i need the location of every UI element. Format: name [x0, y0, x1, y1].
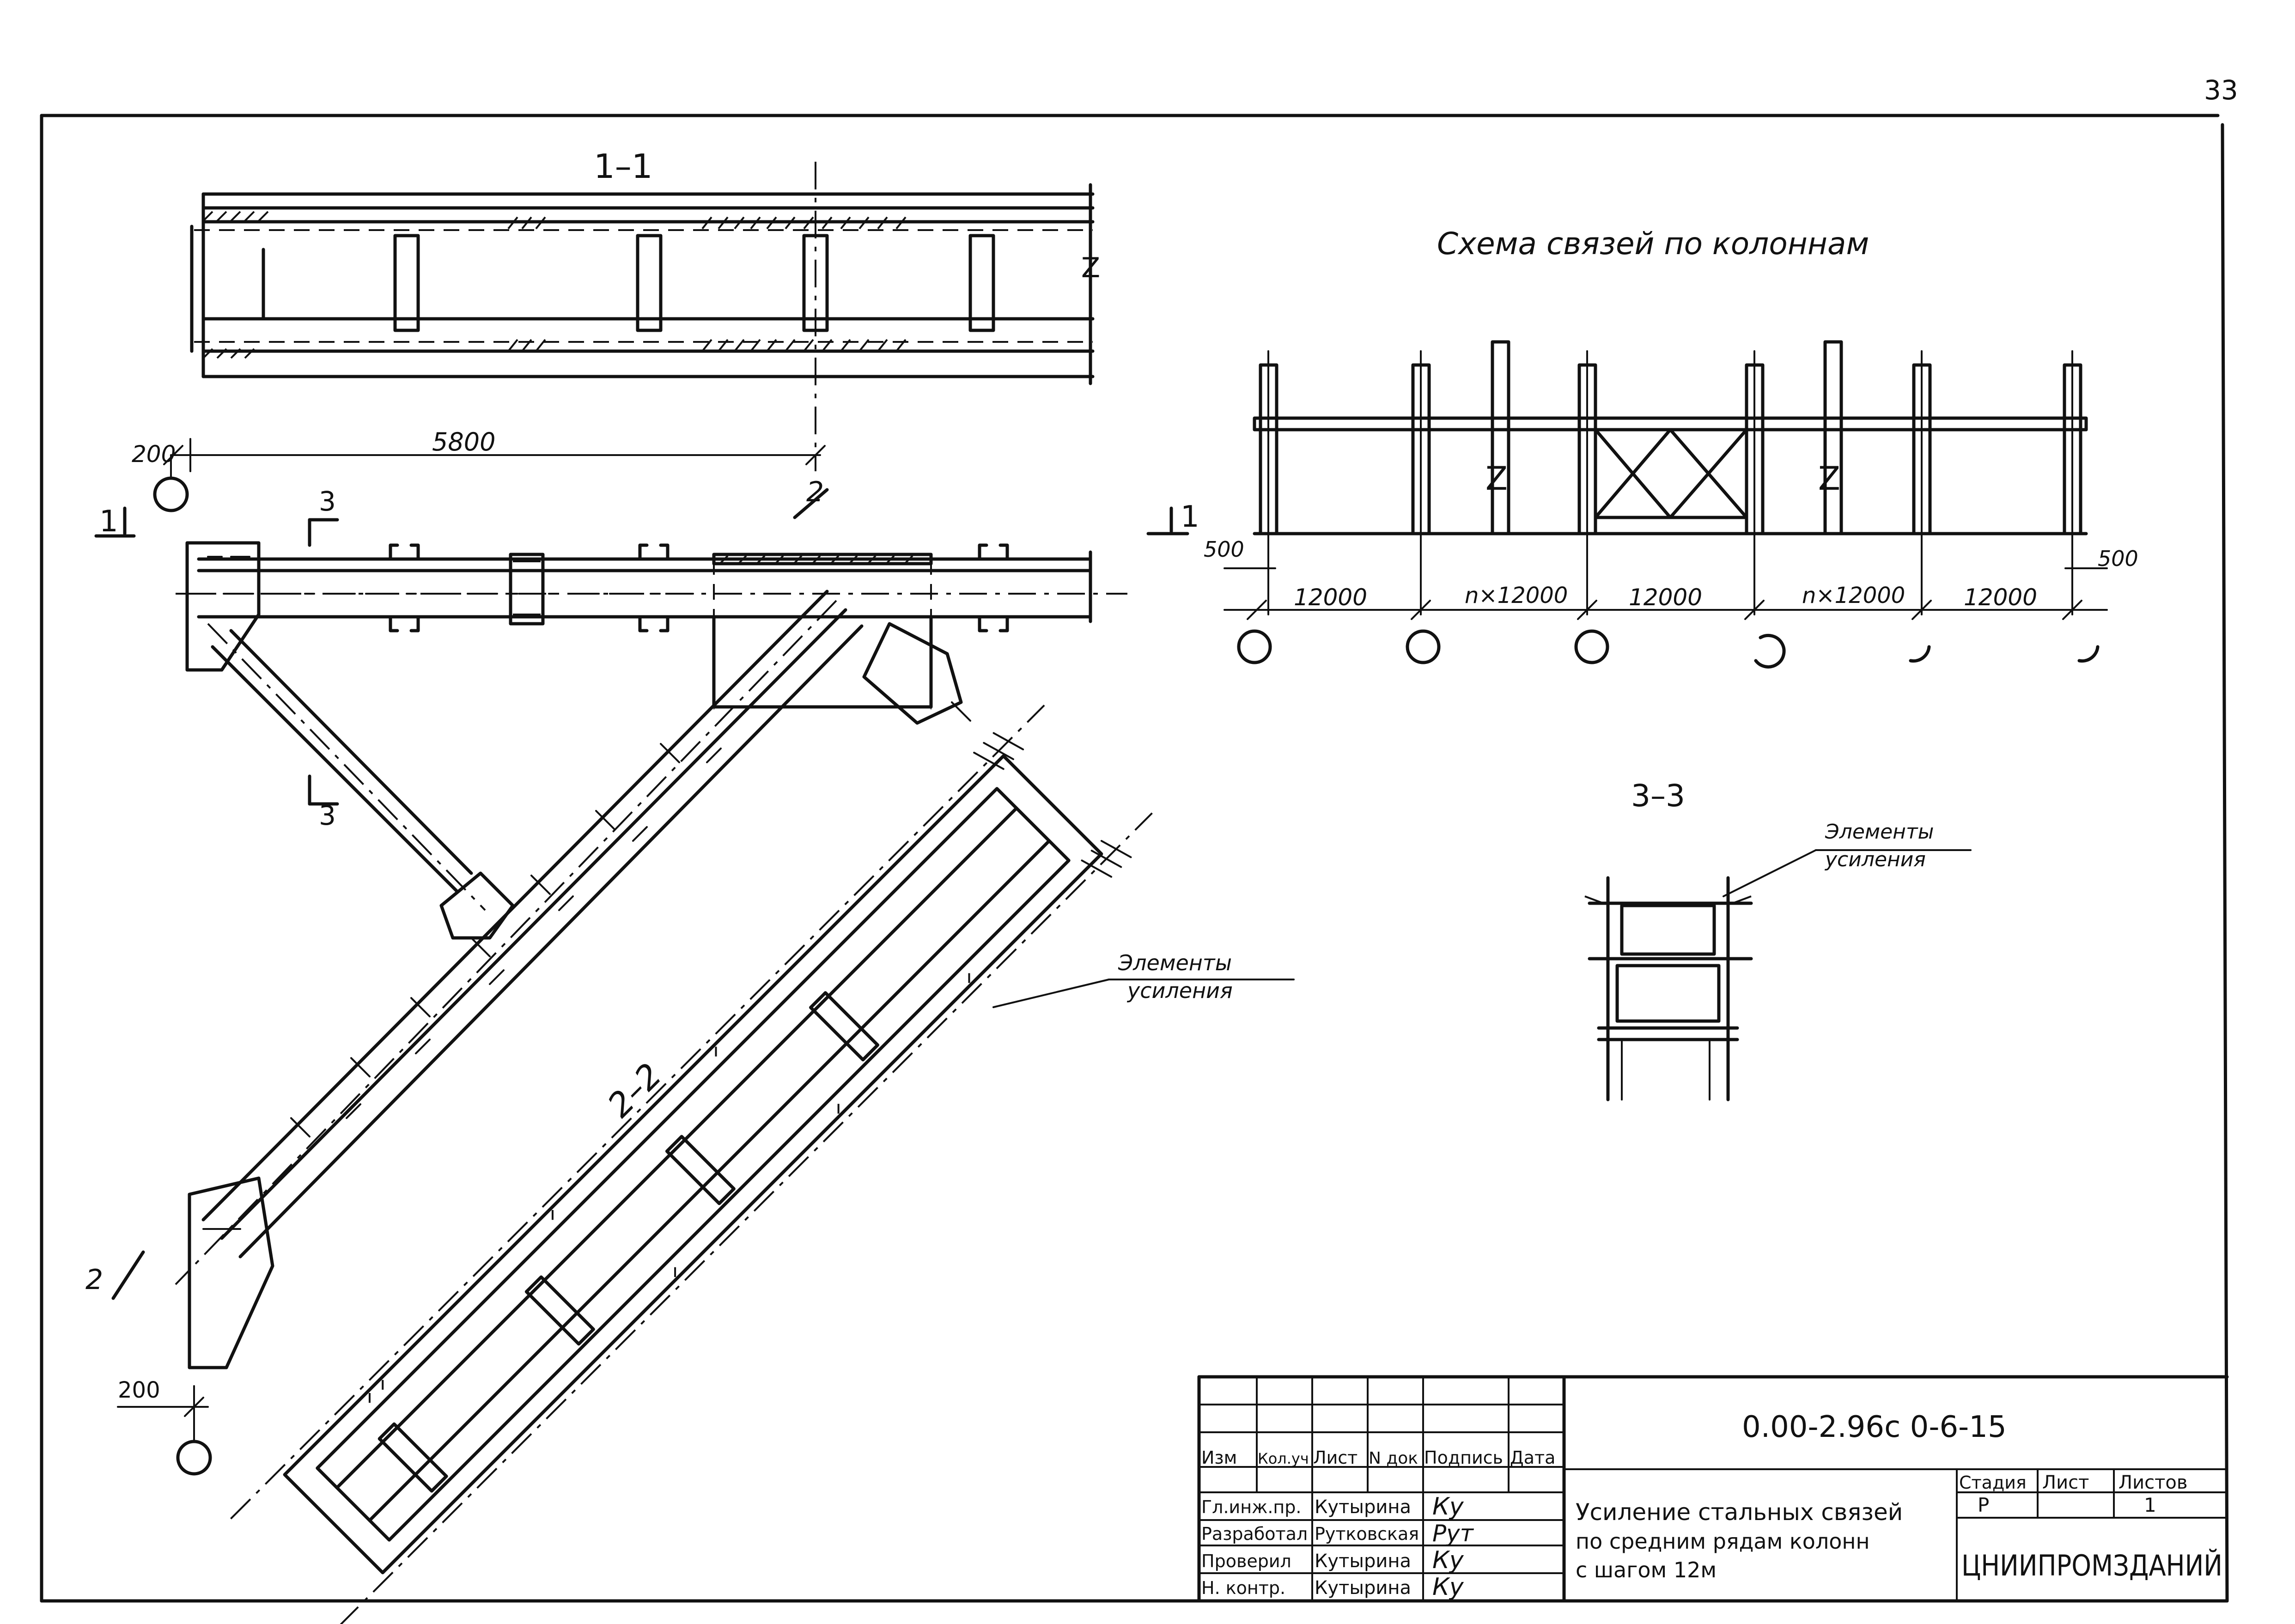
tb-sig-3: Ку [1432, 1573, 1464, 1601]
page-number: 33 [2204, 74, 2238, 106]
section-1-1-view: 1–1 Z 200 5800 [132, 147, 1100, 519]
tb-header-kolch: Кол.уч [1258, 1450, 1309, 1467]
tb-sheets-value: 1 [2144, 1494, 2156, 1516]
tb-name-0: Кутырина [1315, 1496, 1411, 1518]
dim-200-top: 200 [132, 441, 176, 468]
tb-header-izm: Изм [1201, 1448, 1237, 1468]
section-1-1-label: 1–1 [594, 147, 653, 186]
dim-500-left: 500 [1204, 537, 1244, 562]
section-3-3-view: 3–3 Элементы усиления [1584, 778, 1972, 1101]
dim-200-bottom: 200 [118, 1377, 160, 1403]
dim-5800: 5800 [432, 427, 495, 456]
dim-500-right: 500 [2098, 546, 2138, 571]
tb-sig-1: Рут [1432, 1520, 1474, 1547]
dim-n12000-1: n×12000 [1465, 583, 1568, 608]
cut-2-mark-top: 2 [806, 476, 824, 508]
tb-title-line-1: Усиление стальных связей [1576, 1499, 1903, 1526]
tb-name-3: Кутырина [1315, 1577, 1411, 1599]
tb-header-ndok: N док [1369, 1449, 1418, 1468]
break-mark-scheme-2: Z [1818, 460, 1840, 498]
brace-plan-view: 3 3 2 200 [85, 486, 1127, 1476]
reinforcement-label-1a: Элементы [1118, 950, 1232, 975]
tb-header-podpis: Подпись [1424, 1448, 1503, 1468]
tb-doc-code: 0.00-2.96с 0-6-15 [1742, 1410, 2007, 1444]
tb-name-1: Рутковская [1315, 1524, 1419, 1544]
dim-12000-3: 12000 [1964, 584, 2037, 611]
dim-n12000-2: n×12000 [1802, 583, 1905, 608]
cut-1-left: 1 [99, 505, 118, 539]
tb-sheet-header: Лист [2042, 1472, 2089, 1493]
reinforcement-label-2a: Элементы [1825, 820, 1934, 844]
tb-stage-value: Р [1978, 1494, 1989, 1516]
tb-role-0: Гл.инж.пр. [1201, 1497, 1301, 1517]
tb-title-line-2: по средним рядам колонн [1576, 1529, 1870, 1554]
scheme-columns [1259, 340, 2082, 615]
cut-3-top: 3 [319, 486, 336, 517]
dim-12000-2: 12000 [1629, 584, 1702, 611]
tb-role-2: Проверил [1201, 1551, 1291, 1571]
title-block: Изм Кол.уч Лист N док Подпись Дата Гл.ин… [1197, 1375, 2229, 1603]
cut-1-right: 1 [1181, 500, 1199, 534]
tb-stage-header: Стадия [1959, 1472, 2027, 1493]
break-mark-1: Z [1081, 252, 1100, 284]
reinforcement-label-1b: усиления [1126, 978, 1233, 1003]
tb-name-2: Кутырина [1315, 1551, 1411, 1572]
tb-sheets-header: Листов [2118, 1472, 2187, 1493]
tb-title-line-3: с шагом 12м [1576, 1557, 1717, 1582]
reinforcement-label-2b: усиления [1824, 848, 1926, 871]
section-3-3-label: 3–3 [1631, 778, 1685, 814]
tb-header-data: Дата [1510, 1448, 1555, 1468]
dim-12000-1: 12000 [1294, 584, 1367, 611]
tb-header-list: Лист [1313, 1448, 1358, 1468]
tb-sig-2: Ку [1432, 1546, 1464, 1574]
sheet-frame [40, 114, 2229, 1603]
bracing-scheme: Схема связей по колоннам Z [1204, 226, 2138, 669]
cut-2-mark-bottom: 2 [85, 1264, 103, 1296]
scheme-title: Схема связей по колоннам [1437, 226, 1869, 262]
break-mark-scheme-1: Z [1485, 460, 1508, 498]
tb-sig-0: Ку [1432, 1493, 1464, 1521]
cut-1-markers: 1 1 [94, 500, 1199, 539]
tb-role-1: Разработал [1201, 1524, 1308, 1544]
tb-organization: ЦНИИПРОМЗДАНИЙ [1961, 1549, 2222, 1582]
tb-role-3: Н. контр. [1201, 1578, 1285, 1598]
section-2-2-view: 2–2 Элементы усиления [230, 705, 1295, 1624]
